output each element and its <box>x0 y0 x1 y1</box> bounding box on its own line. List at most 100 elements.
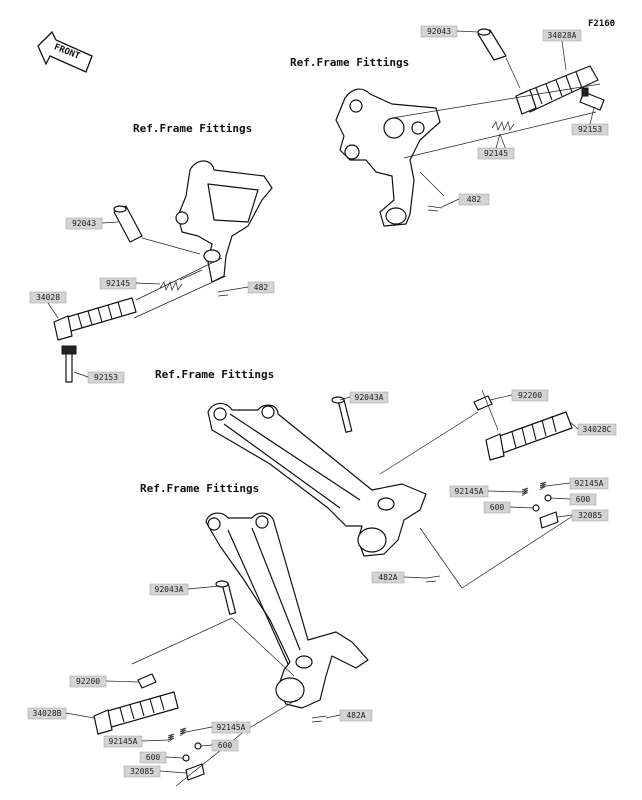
part-label: 482A <box>371 571 427 584</box>
part-label: 34028A <box>542 29 582 71</box>
part-label: 92145A <box>449 485 523 498</box>
svg-text:92145A: 92145A <box>575 479 604 488</box>
washer-92200-bottom <box>137 673 157 689</box>
part-label: 482 <box>229 281 275 294</box>
part-label: 34028B <box>27 707 95 720</box>
bracket-boss <box>357 527 387 553</box>
part-label: 34028 <box>29 291 67 319</box>
plate-32085-middle <box>539 511 559 529</box>
figure-code: F2160 <box>588 19 615 29</box>
bracket-boss <box>385 207 407 225</box>
footpeg-34028 <box>53 297 137 341</box>
part-label: 92043 <box>65 217 119 230</box>
bracket-boss <box>203 249 221 263</box>
pivot-pin-92043a-bottom <box>215 580 237 615</box>
svg-text:92145: 92145 <box>106 279 130 288</box>
pivot-pin-92043 <box>477 28 507 61</box>
ball-600-middle-2 <box>544 494 552 502</box>
front-arrow-icon: FRONT <box>37 30 93 73</box>
cotter-pin-482-left <box>217 289 231 297</box>
bracket-hole <box>344 144 360 160</box>
part-label: 482A <box>325 709 373 722</box>
part-label: 600 <box>139 751 184 764</box>
bracket-plate <box>207 183 259 223</box>
svg-text:482: 482 <box>254 283 269 292</box>
bottom-assembly <box>93 512 369 787</box>
svg-text:600: 600 <box>576 495 591 504</box>
svg-text:600: 600 <box>146 753 161 762</box>
spring-92145a-bottom-2 <box>179 727 187 737</box>
svg-text:92145A: 92145A <box>109 737 138 746</box>
frame-rib <box>227 529 289 665</box>
spring-92145-tr <box>491 120 515 132</box>
bracket-hole <box>255 515 269 529</box>
svg-text:92200: 92200 <box>518 391 542 400</box>
top-right-assembly <box>335 28 605 227</box>
bracket-boss <box>295 655 313 669</box>
part-label: 92043A <box>149 583 221 596</box>
part-label: 92145 <box>477 133 515 160</box>
ball-600-middle-1 <box>532 504 540 512</box>
spring-92145a-bottom-1 <box>167 733 175 743</box>
ball-600-bottom-2 <box>182 754 190 762</box>
svg-text:482: 482 <box>467 195 482 204</box>
svg-text:92145A: 92145A <box>217 723 246 732</box>
svg-text:34028B: 34028B <box>33 709 62 718</box>
bracket-boss <box>275 677 305 703</box>
cotter-pin-482a-middle <box>425 575 441 583</box>
part-label: 92200 <box>489 389 549 402</box>
bolt-92153-left <box>61 345 77 383</box>
bolt-92153-tr <box>579 87 605 111</box>
bracket-hole <box>213 407 227 421</box>
svg-text:482A: 482A <box>346 711 365 720</box>
part-label: 600 <box>550 493 597 506</box>
part-label: 92145A <box>103 735 169 748</box>
bracket-boss <box>377 497 395 511</box>
part-label: 32085 <box>123 765 187 778</box>
svg-text:92153: 92153 <box>578 125 602 134</box>
part-label: 92145 <box>99 277 161 290</box>
washer-92200-middle <box>473 395 493 411</box>
footpeg-34028a <box>515 65 599 115</box>
part-label: 600 <box>483 501 534 514</box>
part-label: 600 <box>200 739 239 752</box>
footpeg-34028c <box>485 411 573 461</box>
svg-text:92043: 92043 <box>72 219 96 228</box>
svg-text:600: 600 <box>490 503 505 512</box>
part-label: 482 <box>441 193 490 208</box>
bracket-hole <box>349 99 363 113</box>
svg-text:34028A: 34028A <box>548 31 577 40</box>
svg-text:92043: 92043 <box>427 27 451 36</box>
part-label: 34028C <box>569 421 617 436</box>
plate-32085-bottom <box>185 763 205 781</box>
part-label: 92043 <box>420 25 479 38</box>
part-label: 92145A <box>545 477 609 490</box>
cotter-pin-482a-bottom <box>311 715 327 723</box>
frame-rib <box>229 413 361 501</box>
pivot-pin-92043-left <box>113 205 143 243</box>
svg-text:32085: 32085 <box>578 511 602 520</box>
bracket-hole <box>383 117 405 139</box>
bracket-hole <box>207 517 221 531</box>
svg-text:32085: 32085 <box>130 767 154 776</box>
frame-rib <box>223 423 341 509</box>
pivot-pin-92043a-middle <box>331 396 353 433</box>
top-left-assembly <box>53 160 273 383</box>
svg-text:92200: 92200 <box>76 677 100 686</box>
footpeg-34028b <box>93 691 179 735</box>
middle-assembly <box>207 389 583 589</box>
bracket-hole <box>175 211 189 225</box>
part-label: 32085 <box>557 509 609 522</box>
svg-text:92145: 92145 <box>484 149 508 158</box>
part-label: 92200 <box>69 675 139 688</box>
svg-text:92145A: 92145A <box>455 487 484 496</box>
svg-text:34028C: 34028C <box>583 425 612 434</box>
svg-text:92043A: 92043A <box>355 393 384 402</box>
ref-frame-fittings-label-top-left: Ref.Frame Fittings <box>133 122 252 135</box>
part-label: 92153 <box>73 371 125 384</box>
spring-92145a-middle-1 <box>521 487 529 497</box>
ref-frame-fittings-label-middle: Ref.Frame Fittings <box>155 368 274 381</box>
bracket-hole <box>261 405 275 419</box>
svg-text:600: 600 <box>218 741 233 750</box>
